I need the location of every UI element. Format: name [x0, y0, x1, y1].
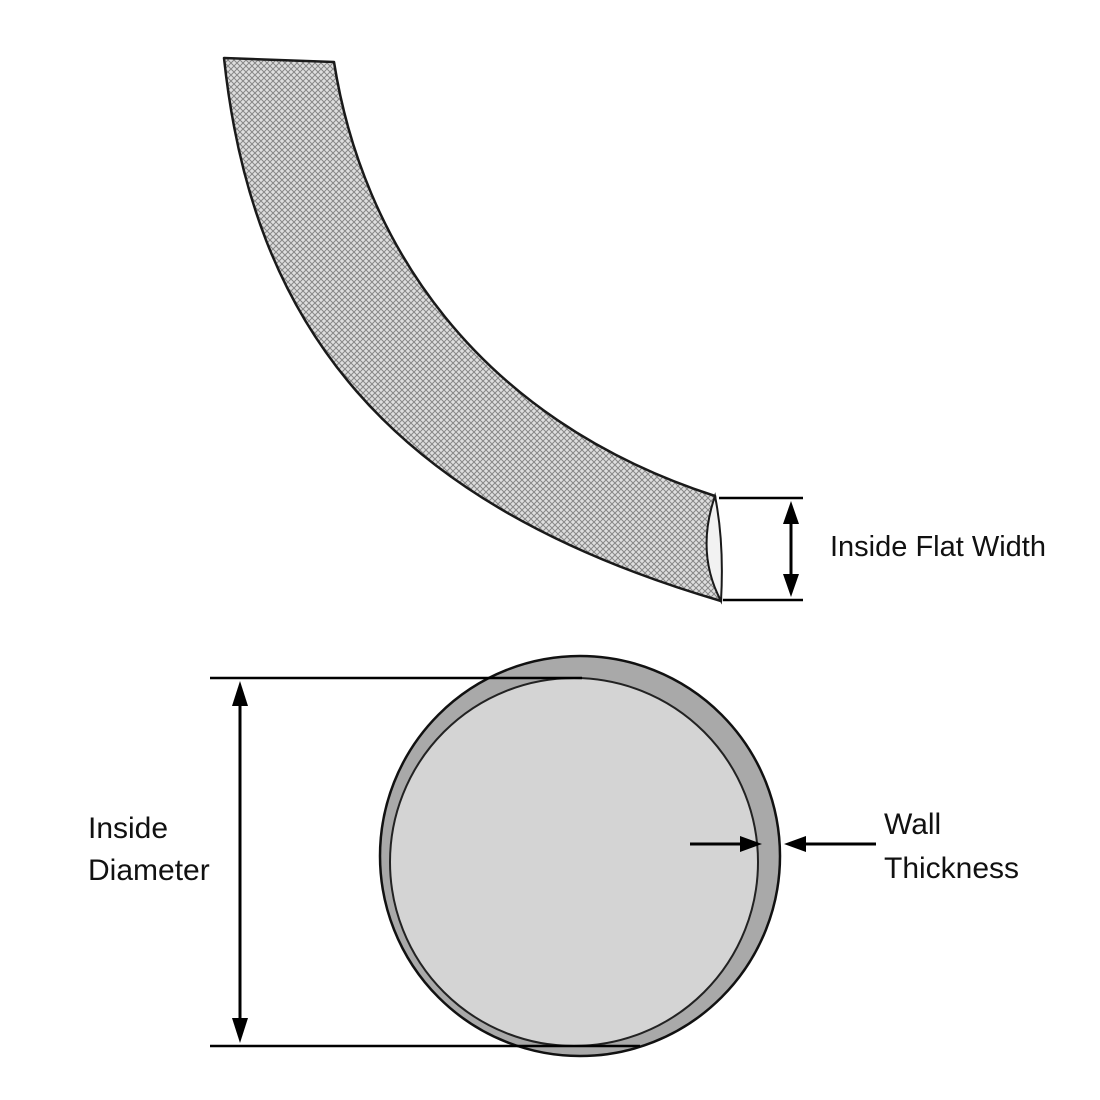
flat-width-label: Inside Flat Width	[830, 531, 1046, 563]
inside-diameter-arrowhead-down	[232, 1018, 248, 1043]
inner-bore-circle	[389, 677, 759, 1047]
flat-width-arrowhead-up	[783, 501, 799, 524]
wall-thickness-label-line1: Wall	[884, 808, 941, 841]
flat-width-arrowhead-down	[783, 574, 799, 597]
flat-width-dimension	[719, 496, 803, 602]
flattened-tube-illustration	[222, 56, 723, 605]
tube-body	[222, 56, 723, 603]
wall-thickness-arrowhead-right	[784, 836, 806, 852]
inside-diameter-dimension	[210, 676, 640, 1048]
wall-thickness-label-line2: Thickness	[884, 852, 1019, 885]
tube-cross-section	[378, 654, 782, 1058]
tube-end-cap	[705, 492, 723, 605]
wall-thickness-dimension	[690, 836, 876, 852]
inside-diameter-label-line1: Inside	[88, 812, 168, 845]
inside-diameter-arrowhead-up	[232, 681, 248, 706]
inside-diameter-label-line2: Diameter	[88, 854, 210, 887]
wall-thickness-arrowhead-left	[740, 836, 762, 852]
